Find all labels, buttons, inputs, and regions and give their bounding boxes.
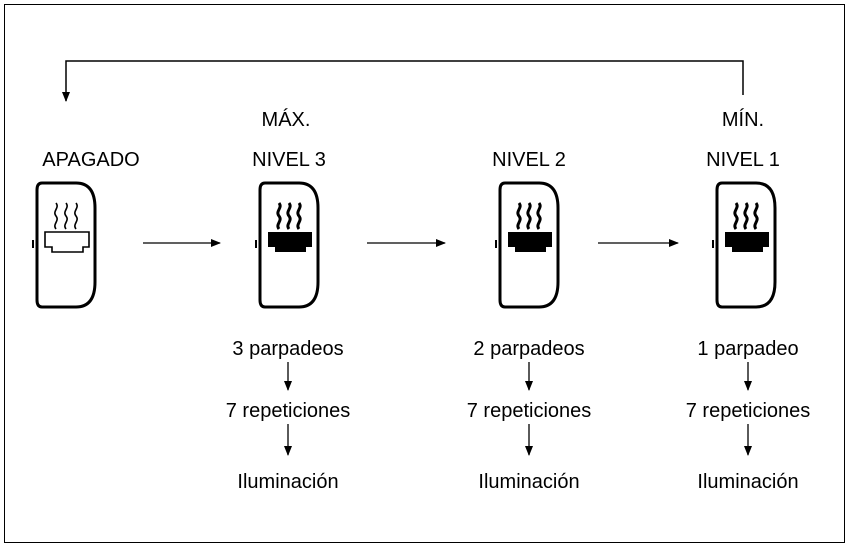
level1-step-repetitions: 7 repeticiones bbox=[685, 400, 811, 422]
level2-step-illumination: Iluminación bbox=[478, 471, 580, 493]
state-level3-top-label: MÁX. bbox=[261, 109, 311, 131]
level3-step-repetitions: 7 repeticiones bbox=[225, 400, 351, 422]
state-level1-label: NIVEL 1 bbox=[706, 149, 780, 171]
level3-step-illumination: Iluminación bbox=[237, 471, 339, 493]
seat-heater-off-icon bbox=[32, 181, 97, 309]
state-level1-top-label: MÍN. bbox=[721, 109, 765, 131]
level3-step-blinks: 3 parpadeos bbox=[232, 338, 344, 360]
state-level2-label: NIVEL 2 bbox=[492, 149, 566, 171]
seat-heater-on-icon bbox=[712, 181, 777, 309]
level1-step-blinks: 1 parpadeo bbox=[697, 338, 799, 360]
level2-step-blinks: 2 parpadeos bbox=[473, 338, 585, 360]
return-loop-arrow bbox=[62, 60, 744, 102]
state-level3-label: NIVEL 3 bbox=[252, 149, 326, 171]
state-off-label: APAGADO bbox=[42, 149, 140, 171]
diagram-frame bbox=[4, 4, 845, 543]
seat-heater-on-icon bbox=[495, 181, 560, 309]
seat-heater-on-icon bbox=[255, 181, 320, 309]
level2-step-repetitions: 7 repeticiones bbox=[466, 400, 592, 422]
level1-step-illumination: Iluminación bbox=[697, 471, 799, 493]
